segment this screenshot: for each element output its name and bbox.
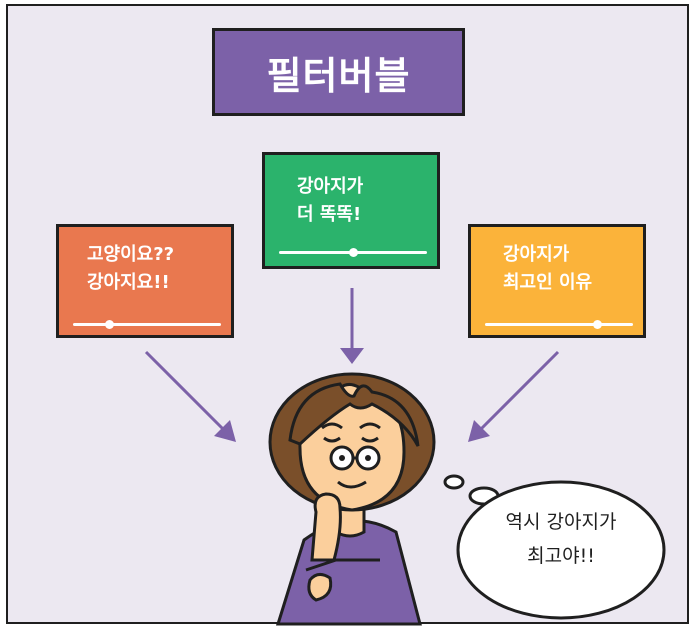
arrow-left [144, 350, 236, 442]
card-right-line1: 강아지가 [503, 244, 570, 265]
card-left-line1: 고양이요?? [87, 244, 175, 265]
card-right-line2: 최고인 이유 [503, 272, 593, 293]
card-dog-smarter: 강아지가 더 똑똑! [262, 152, 440, 269]
speech-bubble-shape [456, 480, 666, 620]
card-center-line2: 더 똑똑! [297, 204, 362, 225]
glasses-icon [329, 445, 381, 471]
person-illustration [268, 372, 436, 626]
thought-line2: 최고야!! [527, 545, 595, 567]
title-banner: 필터버블 [212, 28, 465, 116]
card-cat-or-dog: 고양이요?? 강아지요!! [56, 224, 234, 338]
card-right-text: 강아지가 최고인 이유 [503, 241, 643, 297]
thought-line1: 역시 강아지가 [505, 511, 617, 533]
card-right-progress-bar [485, 323, 633, 326]
card-left-line2: 강아지요!! [87, 272, 170, 293]
thought-bubble [443, 474, 666, 620]
title-text: 필터버블 [266, 53, 411, 98]
card-right-progress-knob [593, 320, 602, 329]
card-left-progress-bar [73, 323, 221, 326]
thought-bubble-text: 역시 강아지가 최고야!! [458, 505, 664, 573]
card-center-line1: 강아지가 [297, 176, 364, 197]
card-left-text: 고양이요?? 강아지요!! [87, 241, 231, 297]
card-center-progress-knob [349, 248, 358, 257]
hand-shape [310, 492, 342, 562]
arrow-center [340, 288, 364, 364]
card-center-text: 강아지가 더 똑똑! [297, 173, 437, 229]
arrow-right [468, 350, 560, 442]
card-left-progress-knob [105, 320, 114, 329]
card-dog-best-reason: 강아지가 최고인 이유 [468, 224, 646, 338]
